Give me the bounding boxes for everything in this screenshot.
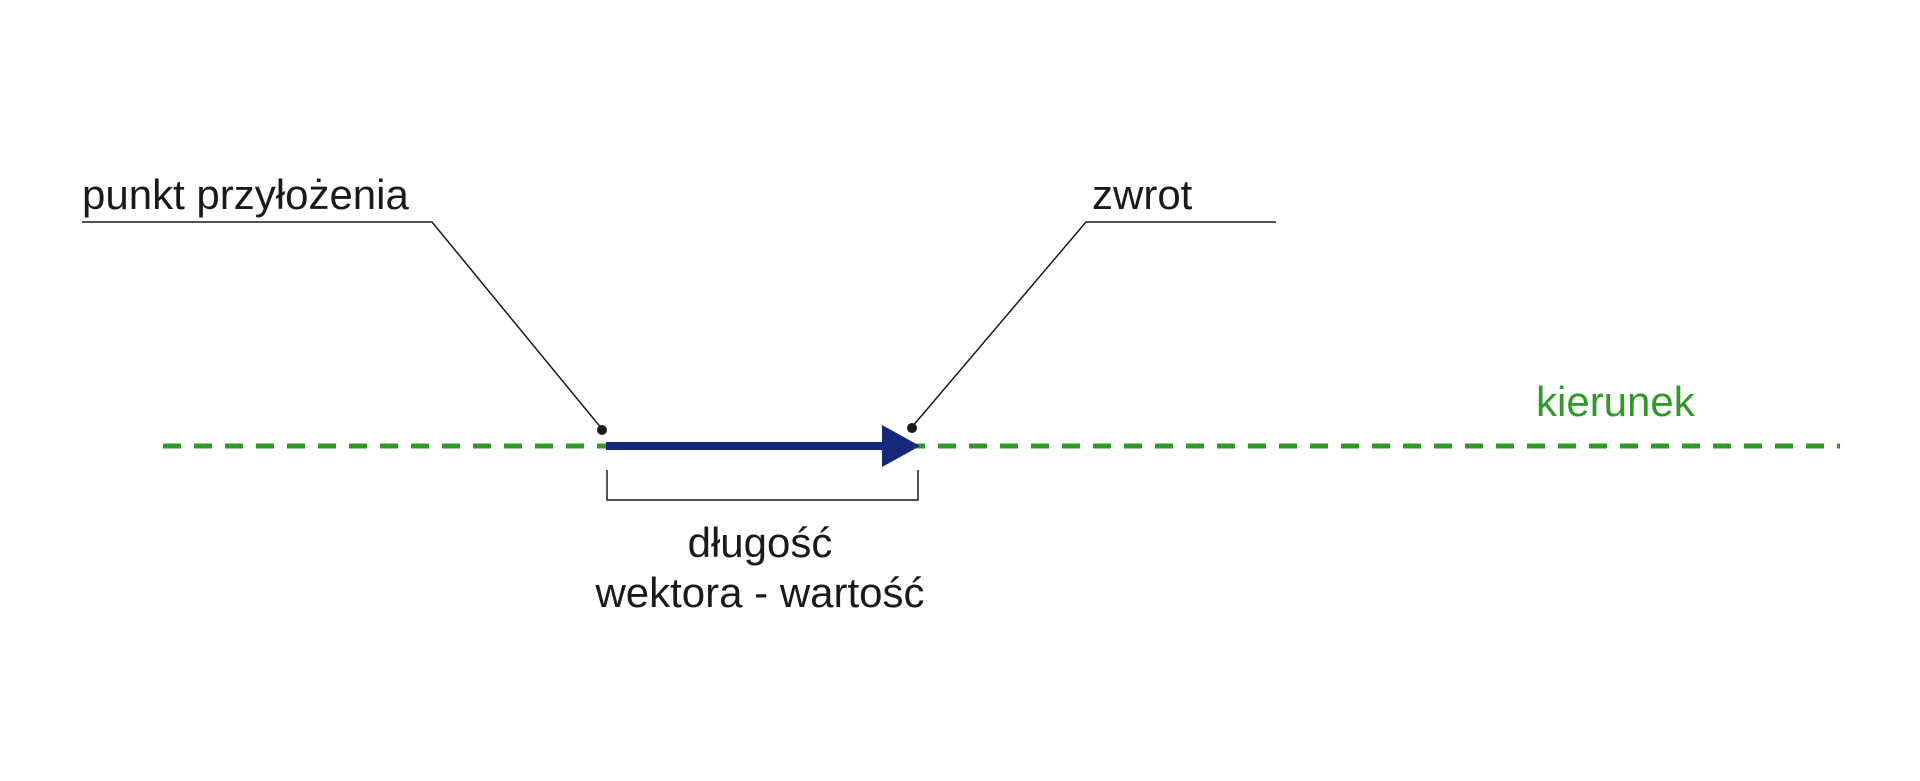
sense-leader (911, 221, 1276, 428)
magnitude-label-line1: długość (687, 519, 833, 566)
application-point-leader (82, 221, 603, 430)
vector-arrowhead (882, 425, 920, 467)
application-point-label: punkt przyłożenia (82, 171, 409, 218)
magnitude-bracket (606, 470, 919, 501)
application-point-dot (597, 425, 607, 435)
sense-label: zwrot (1092, 171, 1193, 218)
magnitude-label-line2: wektora - wartość (595, 569, 925, 616)
direction-label: kierunek (1536, 378, 1695, 425)
magnitude-label: długość wektora - wartość (540, 518, 980, 618)
sense-dot (907, 423, 917, 433)
